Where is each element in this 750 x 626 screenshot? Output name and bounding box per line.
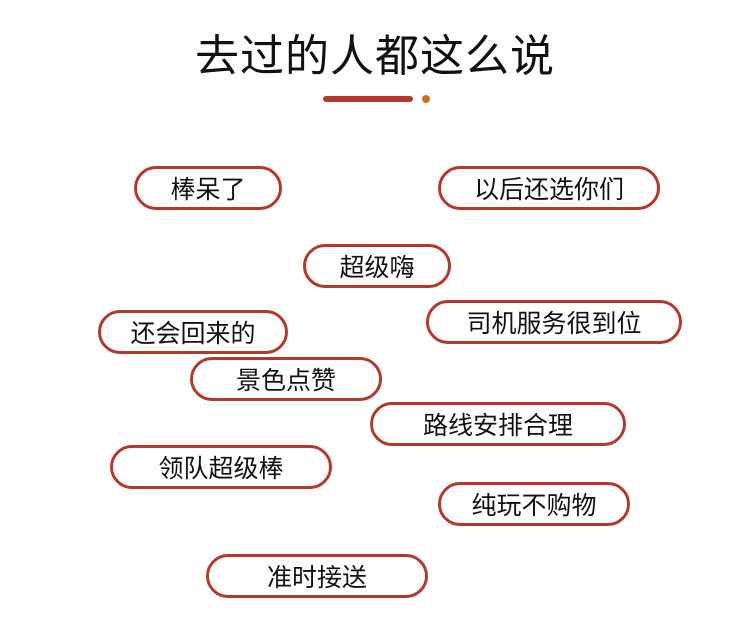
review-tag: 司机服务很到位: [426, 300, 682, 344]
title-underline-decoration: [323, 96, 413, 102]
page-title: 去过的人都这么说: [195, 31, 555, 82]
review-tag: 以后还选你们: [438, 166, 660, 210]
title-dot-decoration: [422, 95, 430, 103]
review-tag: 超级嗨: [303, 244, 451, 288]
review-tag: 景色点赞: [190, 357, 382, 401]
review-tag: 路线安排合理: [370, 402, 626, 446]
review-tag: 纯玩不购物: [438, 482, 630, 526]
review-tag: 棒呆了: [134, 166, 282, 210]
review-tag: 还会回来的: [98, 310, 288, 354]
review-tag: 准时接送: [206, 554, 428, 598]
review-tag: 领队超级棒: [110, 445, 332, 489]
